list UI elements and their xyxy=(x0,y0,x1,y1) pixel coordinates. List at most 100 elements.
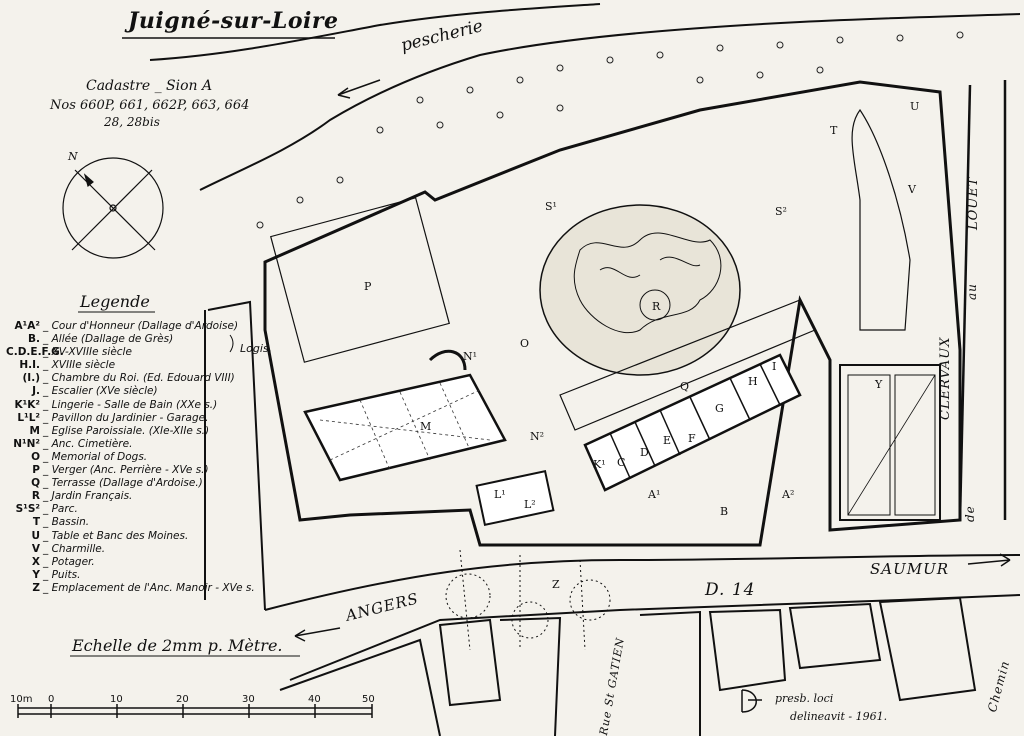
plan-letter: P xyxy=(364,280,372,293)
road-arrows xyxy=(294,553,1011,642)
plan-letter: I xyxy=(772,360,777,373)
river-arrowhead xyxy=(337,87,351,99)
french-garden xyxy=(539,204,741,376)
plan-letter: S¹ xyxy=(545,200,557,213)
plan-letter: N² xyxy=(530,430,545,443)
estate-boundary xyxy=(263,80,962,547)
plan-letter: S² xyxy=(775,205,787,218)
scale-tick: 10 xyxy=(110,694,123,705)
legend-list: A¹A²_ Cour d'Honneur (Dallage d'Ardoise)… xyxy=(6,320,268,595)
compass-north-label: N xyxy=(68,150,78,163)
plan-letter: O xyxy=(520,337,530,350)
plan-letter: A¹ xyxy=(648,488,661,501)
compass-rose xyxy=(62,157,164,259)
plan-letter: Q xyxy=(680,380,690,393)
east-road-west-edge xyxy=(958,84,972,521)
legend-item: N¹N²_ Anc. Cimetière. xyxy=(13,437,133,450)
church-apse xyxy=(428,349,467,371)
logis-brace xyxy=(229,334,234,353)
legend-item: J._ Escalier (XVe siècle) xyxy=(32,385,158,398)
road-label-au: au xyxy=(965,283,979,300)
plan-letter: L¹ xyxy=(494,488,506,501)
road-label-saumur: SAUMUR xyxy=(870,560,950,578)
plan-letter: K¹ xyxy=(593,458,606,471)
legend-item: K¹K²_ Lingerie - Salle de Bain (XXe s.) xyxy=(14,398,218,411)
legend-item: B._ Allée (Dallage de Grès) xyxy=(28,333,174,346)
orchard-enclosure xyxy=(269,197,451,363)
scale-tick: 10m xyxy=(10,694,33,705)
plan-letter: B xyxy=(720,505,729,518)
parterre-swirls xyxy=(573,232,722,334)
scale-label: Echelle de 2mm p. Mètre. xyxy=(72,636,283,655)
kitchen-garden-diag xyxy=(847,374,936,516)
legend-item: Z_ Emplacement de l'Anc. Manoir - XVe s. xyxy=(32,581,255,594)
church-building xyxy=(303,373,507,482)
plan-letter: M xyxy=(420,420,432,433)
plan-letter: Y xyxy=(875,378,883,391)
plan-letter: V xyxy=(908,183,916,196)
charmille-path xyxy=(851,108,911,331)
map-title: Juigné-sur-Loire xyxy=(128,8,339,34)
plan-letter: L² xyxy=(524,498,536,511)
legend-item: V_ Charmille. xyxy=(31,542,106,555)
scale-tick: 20 xyxy=(176,694,189,705)
plan-letter: R xyxy=(652,300,661,313)
legend-item: Y_ Puits. xyxy=(32,568,81,581)
logis-label: Logis. xyxy=(240,342,273,355)
plan-letter: Z xyxy=(552,578,560,591)
legend-item: C.D.E.F.G._ XV-XVIIIe siècle xyxy=(6,346,132,359)
credit-line-2: delineavit - 1961. xyxy=(790,710,888,723)
river-arrow xyxy=(337,79,381,96)
village-buildings xyxy=(279,596,977,736)
road-label-d14: D. 14 xyxy=(705,580,756,600)
river-trees xyxy=(256,31,964,229)
plan-letter: T xyxy=(830,124,838,137)
cadastre-section: Cadastre _ Sion A xyxy=(86,78,213,94)
legend-item: R_ Jardin Français. xyxy=(31,490,133,503)
monogram xyxy=(741,689,762,713)
road-label-de: de xyxy=(963,505,977,522)
scale-tick: 50 xyxy=(362,694,375,705)
plan-letter: A² xyxy=(782,488,795,501)
plan-letter: D xyxy=(640,446,649,459)
pavilion-building xyxy=(475,469,555,527)
road-north-edge xyxy=(264,554,1021,611)
plan-letter: C xyxy=(617,456,626,469)
river-bank-north xyxy=(149,3,601,61)
legend-item: X_ Potager. xyxy=(31,555,95,568)
logis-rooms xyxy=(609,363,781,479)
kitchen-garden-inner-2 xyxy=(894,374,936,516)
road-label-clervaux: CLERVAUX xyxy=(938,336,953,421)
legend-item: M_ Eglise Paroissiale. (XIe-XIIe s.) xyxy=(29,424,210,437)
terrace-strip xyxy=(559,299,816,431)
legend-item: P_ Verger (Anc. Perrière - XVe s.) xyxy=(32,464,209,477)
plan-letter: U xyxy=(910,100,920,113)
river-bank-south xyxy=(199,13,1021,191)
scale-tick: 30 xyxy=(242,694,255,705)
legend-item: S¹S²_ Parc. xyxy=(15,503,78,516)
legend-item: Q_ Terrasse (Dallage d'Ardoise.) xyxy=(31,477,203,490)
credit-line-1: presb. loci xyxy=(775,692,834,705)
legend-item: T_ Bassin. xyxy=(32,516,90,529)
legend-item: H.I._ XVIIIe siècle xyxy=(19,359,116,372)
plan-letter: E xyxy=(663,434,672,447)
plan-letter: N¹ xyxy=(463,350,478,363)
road-label-louet: LOUET xyxy=(966,176,981,230)
church-vaulting xyxy=(319,382,491,471)
cadastre-parcels-2: 28, 28bis xyxy=(104,115,160,129)
plan-letter: H xyxy=(748,375,758,388)
plan-letter: G xyxy=(715,402,724,415)
scale-tick: 0 xyxy=(48,694,55,705)
plan-letter: F xyxy=(688,432,696,445)
legend-item: O_ Memorial of Dogs. xyxy=(31,450,148,463)
scale-bar xyxy=(17,704,373,718)
logis-building xyxy=(583,353,802,492)
legend-title: Legende xyxy=(80,292,150,311)
scale-tick: 40 xyxy=(308,694,321,705)
legend-item: U_ Table et Banc des Moines. xyxy=(31,529,189,542)
legend-item: A¹A²_ Cour d'Honneur (Dallage d'Ardoise) xyxy=(14,320,239,332)
cadastre-parcels: Nos 660P, 661, 662P, 663, 664 xyxy=(50,98,250,113)
kitchen-garden-inner xyxy=(847,374,891,516)
